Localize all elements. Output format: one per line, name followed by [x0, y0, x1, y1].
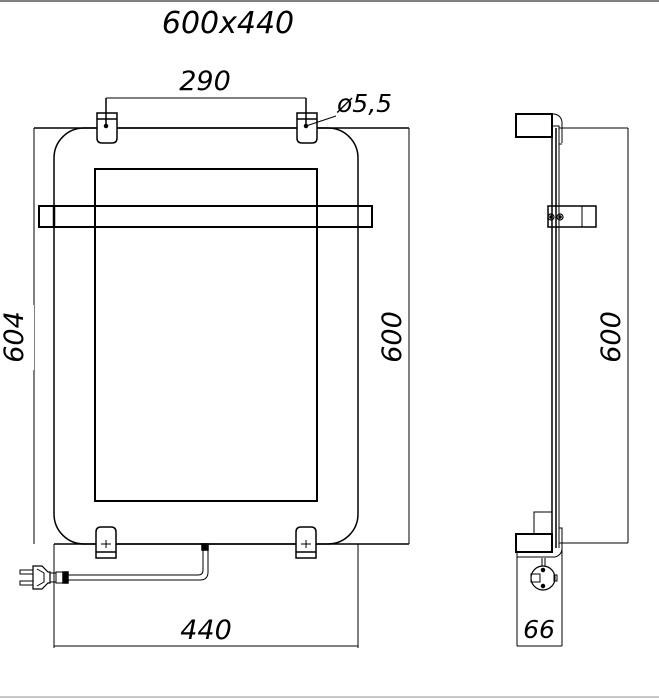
inner-panel — [94, 168, 318, 502]
bracket-top-right — [296, 98, 318, 144]
dim-overall-height-label: 604 — [0, 311, 30, 363]
hole-leader-line — [305, 115, 337, 127]
dim-panel-height-label: 600 — [377, 311, 408, 363]
outer-panel — [53, 127, 359, 545]
power-cord — [55, 543, 209, 584]
dim-side-height-label: 600 — [596, 311, 627, 363]
dim-overall-width-label: 440 — [180, 615, 232, 646]
dim-hole-diameter-label: ø5,5 — [336, 89, 392, 118]
side-towel-bar — [547, 205, 597, 228]
towel-bar — [38, 205, 373, 228]
bracket-bottom-left — [95, 526, 117, 559]
side-top-hook — [515, 113, 553, 138]
dim-bracket-spacing-label: 290 — [179, 66, 231, 97]
plug-icon — [19, 565, 57, 590]
dim-depth-label: 66 — [523, 615, 555, 644]
bracket-bottom-right — [295, 526, 317, 559]
drawing-title: 600x440 — [162, 6, 294, 41]
bracket-top-left — [96, 98, 118, 144]
socket-icon — [530, 565, 558, 591]
side-view — [515, 113, 629, 647]
front-view — [19, 97, 410, 648]
